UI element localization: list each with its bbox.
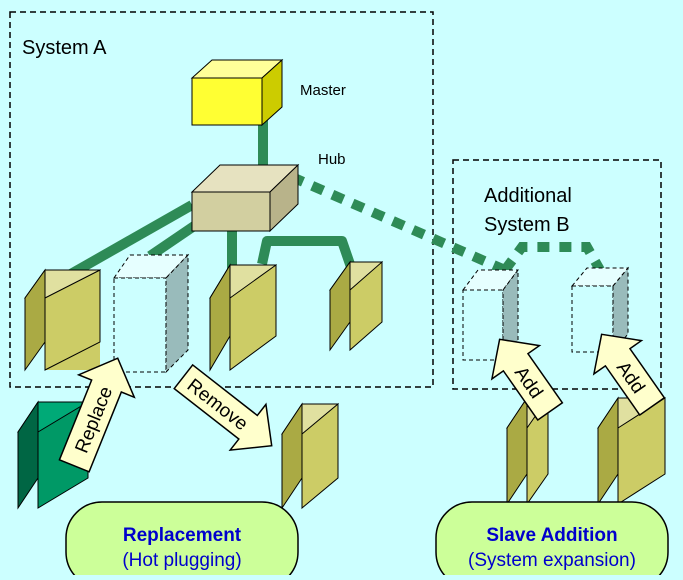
replacement-badge-subtitle: (Hot plugging) [122, 550, 241, 571]
hub-label: Hub [318, 151, 346, 168]
slave-device-1 [24, 268, 101, 372]
new-slave-device-2 [570, 266, 630, 354]
system-a-boundary [9, 11, 434, 388]
system-a-label: System A [22, 37, 107, 59]
system-b-boundary [452, 159, 662, 390]
slave-addition-badge-subtitle: (System expansion) [468, 550, 636, 571]
cable-daisy-chain [257, 236, 357, 272]
slave-device-3 [209, 263, 277, 372]
replace-arrow: Replace [58, 357, 136, 473]
master-label: Master [300, 82, 346, 99]
replaced-slave-device [113, 253, 190, 374]
cable-hub-new-slave [289, 172, 508, 275]
add-slave-device-2 [597, 396, 666, 506]
new-slave-device-1 [462, 268, 519, 362]
cable-new-daisy-chain [500, 242, 605, 273]
slave-addition-badge: Slave Addition (System expansion) [435, 501, 669, 580]
master-device [190, 58, 284, 127]
system-b-cables [289, 172, 605, 275]
add-arrow-1: Add [490, 338, 564, 422]
system-b-label-line1: Additional [484, 185, 572, 207]
slave-device-4 [329, 260, 383, 352]
removed-slave-device [281, 402, 339, 510]
hub-device [190, 163, 300, 233]
system-b-label-line2: System B [484, 214, 570, 236]
replacement-badge-title: Replacement [123, 525, 242, 546]
replacement-badge: Replacement (Hot plugging) [65, 501, 299, 580]
remove-arrow: Remove [173, 363, 273, 452]
slave-addition-badge-title: Slave Addition [486, 525, 617, 546]
